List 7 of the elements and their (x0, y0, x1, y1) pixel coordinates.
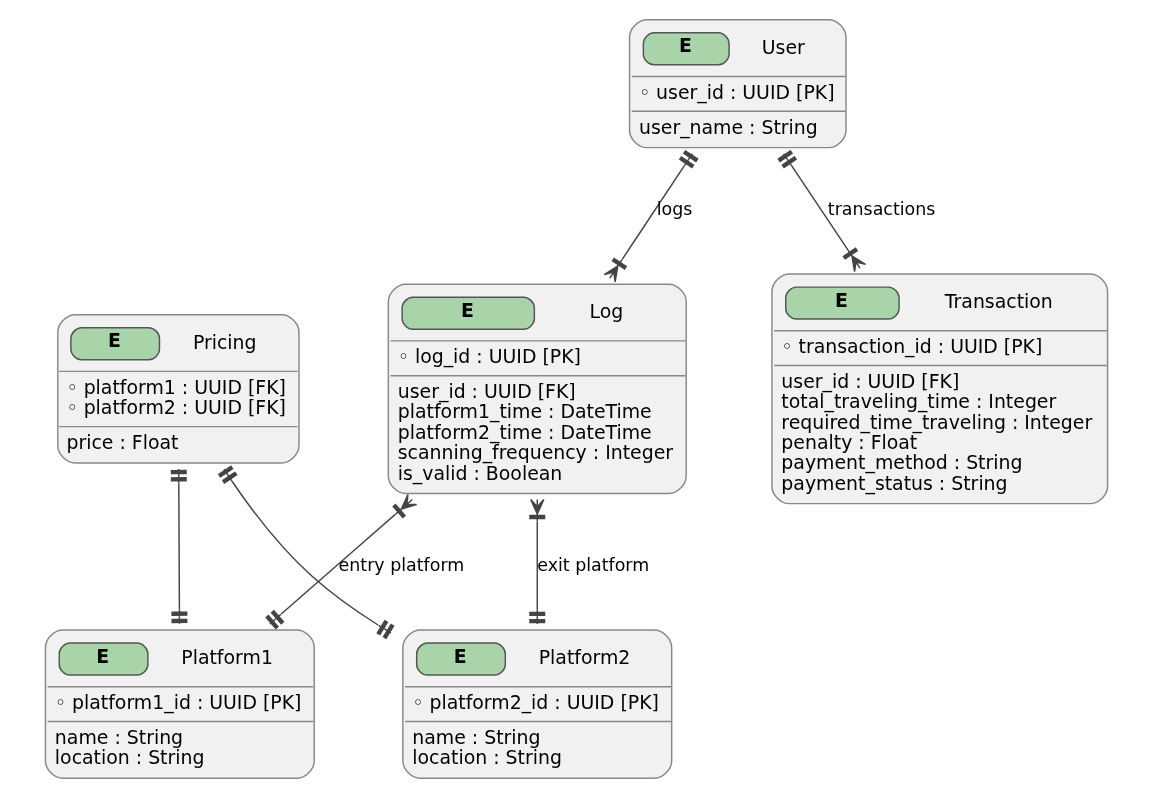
edge-label: entry platform (338, 555, 465, 576)
connector (777, 149, 867, 273)
edge-label: logs (656, 199, 693, 220)
edge-label: transactions (827, 199, 936, 220)
connector (603, 149, 699, 283)
edge-label: exit platform (537, 555, 650, 576)
connector (265, 493, 418, 630)
